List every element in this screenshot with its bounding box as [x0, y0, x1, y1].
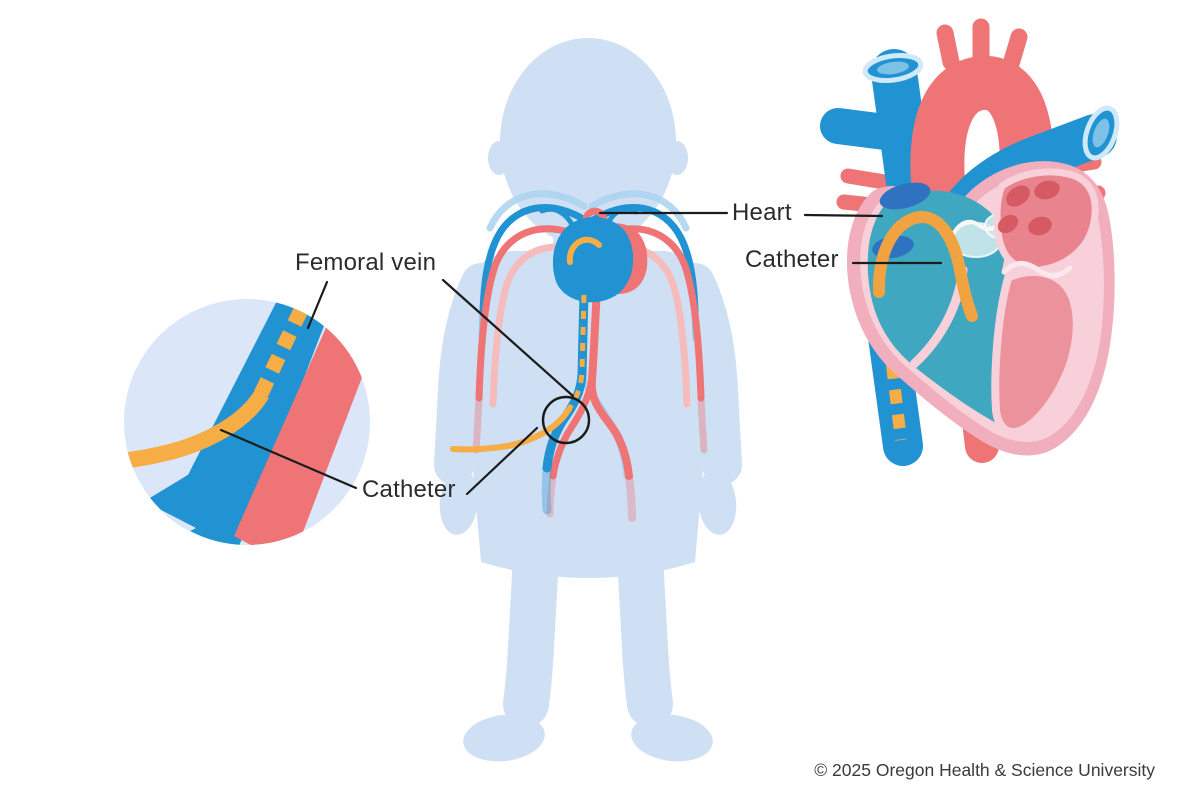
- child-arm-left: [434, 263, 501, 485]
- leader-femoral-to-body: [441, 278, 575, 398]
- superior-vena-cava: [871, 49, 932, 205]
- femoral-artery-right-fade: [625, 472, 636, 522]
- heart-diagram: [820, 18, 1120, 466]
- aorta-arch: [910, 56, 1054, 209]
- catheter-in-heart: [872, 211, 978, 322]
- catheter-label-left: Catheter: [362, 476, 456, 503]
- femoral-artery-left-fade: [546, 472, 557, 518]
- inset-femoral-artery: [234, 314, 370, 545]
- body-catheter: [450, 294, 587, 453]
- leader-catheter-left-to-body: [465, 426, 539, 496]
- subclavian-vein-light-right: [588, 190, 690, 232]
- subclavian-artery-left: [475, 225, 593, 402]
- body-vasculature: [450, 190, 708, 522]
- subclavian-vein-light-left: [486, 190, 588, 232]
- child-torso: [464, 251, 712, 482]
- heart-label: Heart: [732, 199, 792, 226]
- child-ear-left: [488, 141, 510, 175]
- child-foot-left: [463, 714, 545, 762]
- child-leg-right: [617, 533, 673, 727]
- child-hand-right: [697, 469, 737, 535]
- pulmonary-vein-opening-4: [1028, 216, 1052, 236]
- catheter-tip-small: [566, 236, 602, 265]
- inset-catheter-solid: [124, 389, 269, 470]
- heart-in-body: [539, 206, 648, 303]
- subclavian-artery-right-fade: [697, 394, 708, 454]
- leader-lines: [219, 211, 943, 496]
- leader-femoral-to-inset: [306, 280, 329, 330]
- catheter-outside-body: [450, 406, 572, 453]
- catheter-dashed-in-vein: [566, 294, 587, 411]
- svc-opening-inner: [877, 61, 909, 75]
- catheter-label-right: Catheter: [745, 246, 839, 273]
- pulmonary-vein-opening-1: [1006, 185, 1030, 207]
- aorta-branch-3: [1002, 28, 1028, 73]
- femoral-vein-left-fade: [541, 463, 552, 515]
- subclavian-artery-left-fade: [472, 394, 483, 454]
- left-ventricle: [991, 267, 1081, 436]
- aorta-branch-1: [936, 24, 960, 71]
- inset-magnifier: [124, 299, 370, 545]
- heart-right-side-small: [552, 217, 634, 303]
- descending-aorta-body: [587, 286, 633, 480]
- iliac-artery-left: [549, 376, 596, 480]
- mitral-valve-line: [1001, 261, 1073, 278]
- femoral-vein-label: Femoral vein: [295, 249, 437, 276]
- inset-catheter-dashed: [253, 306, 308, 400]
- pulmonary-vein-opening-2: [1034, 180, 1060, 200]
- child-shorts: [472, 458, 704, 578]
- insertion-site-circle: [541, 395, 591, 445]
- child-hand-left: [439, 469, 479, 535]
- pulmonary-vein-opening-3: [997, 214, 1019, 234]
- child-leg-left: [503, 533, 559, 727]
- ivc-catheter-dashed: [883, 339, 907, 441]
- leader-heart-right: [803, 213, 884, 218]
- child-arm-right: [675, 263, 742, 485]
- child-ear-right: [666, 141, 688, 175]
- leader-catheter-left-to-inset: [219, 428, 358, 490]
- pulmonary-artery-opening-inner: [1092, 118, 1110, 148]
- copyright-text: © 2025 Oregon Health & Science Universit…: [814, 760, 1155, 780]
- svc-opening-in-atrium: [879, 182, 931, 210]
- child-foot-right: [631, 714, 713, 762]
